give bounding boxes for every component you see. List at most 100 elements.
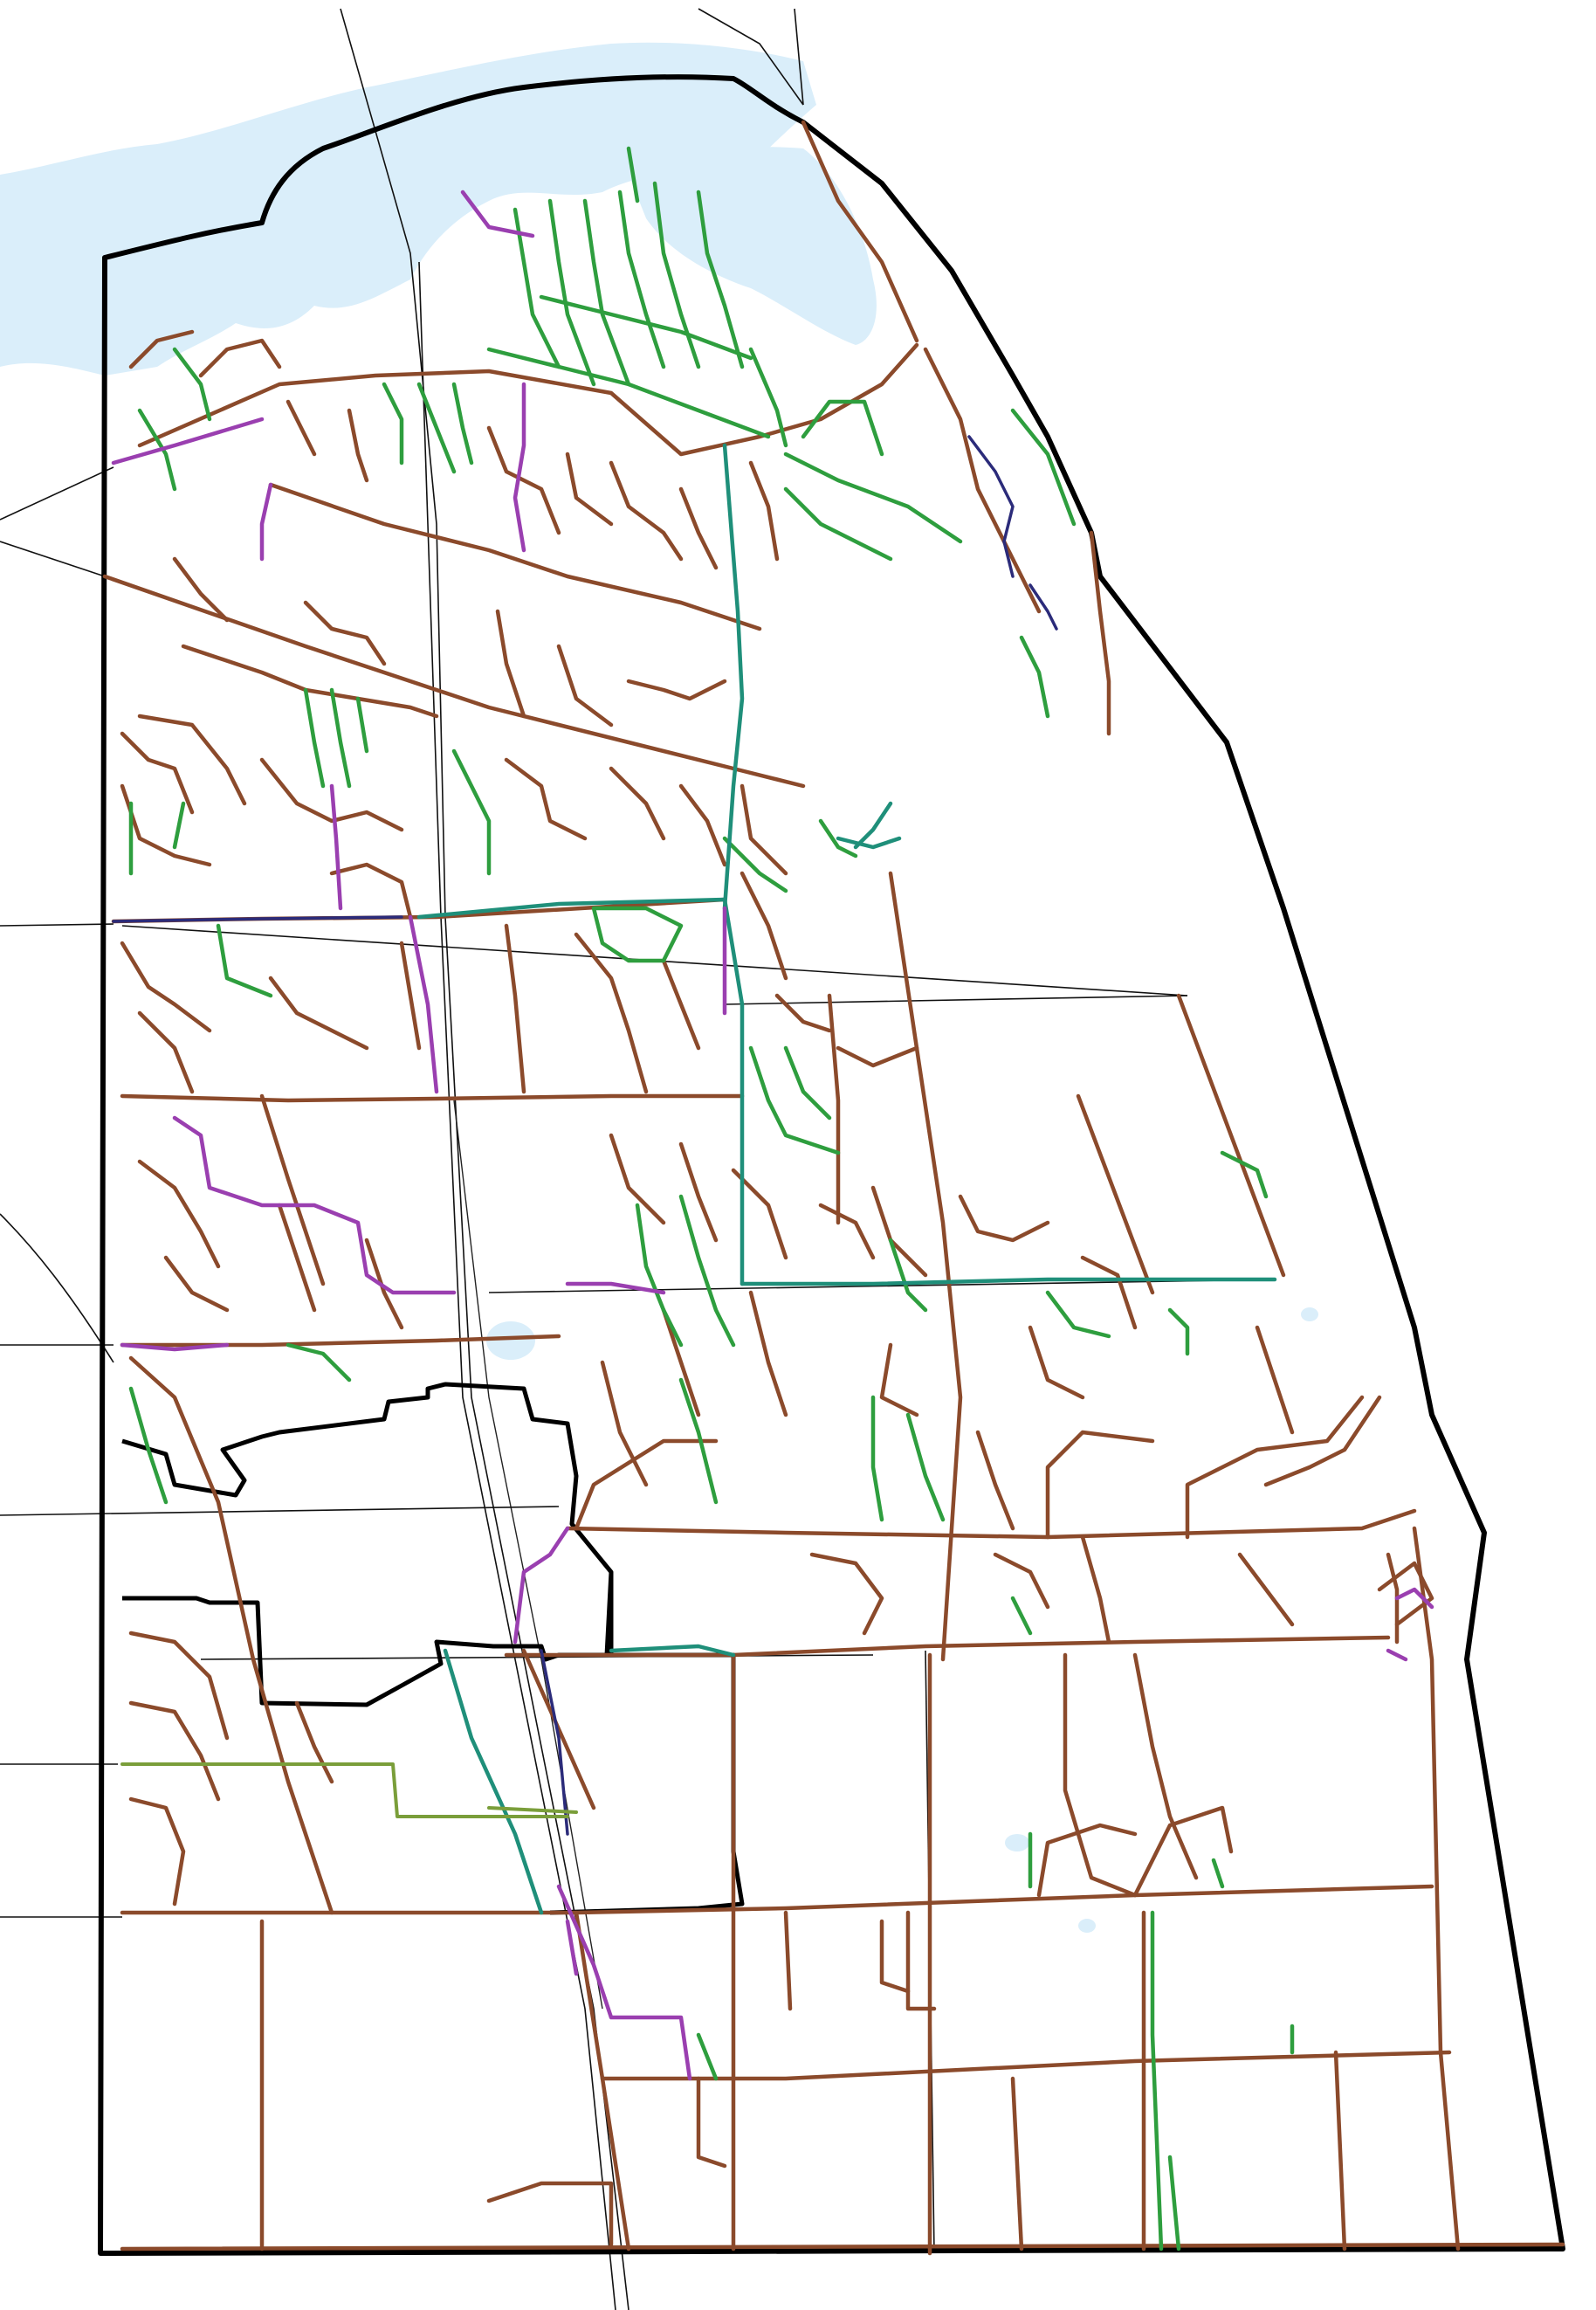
pond-2: [1005, 1834, 1029, 1851]
road-purple: [513, 1526, 570, 1645]
road-brown: [740, 783, 788, 876]
road-green: [748, 347, 788, 448]
city-boundary: [121, 1382, 614, 1707]
road-green: [451, 748, 492, 876]
road-green: [582, 198, 631, 387]
road-green: [1167, 2155, 1181, 2251]
road-green: [696, 2032, 719, 2081]
road-mid-2: [724, 995, 1188, 1005]
road-green: [617, 190, 666, 369]
road-west-diag: [0, 1213, 114, 1363]
road-brown: [285, 399, 317, 457]
road-brown: [504, 1635, 1391, 1658]
road-green: [539, 294, 753, 361]
road-purple: [565, 1281, 666, 1295]
rail-line: [453, 1100, 603, 2010]
road-brown: [1237, 1552, 1295, 1627]
lake-north-east: [629, 147, 877, 345]
road-green: [1211, 1858, 1225, 1889]
road-brown: [163, 1255, 230, 1313]
road-brown: [1010, 2076, 1024, 2251]
road-brown: [1080, 1255, 1138, 1330]
road-brown: [609, 460, 684, 562]
road-brown: [268, 482, 762, 631]
road-west-2: [0, 541, 106, 577]
road-green: [722, 836, 788, 893]
road-brown: [1263, 1395, 1382, 1487]
road-brown: [198, 338, 282, 378]
road-brown: [259, 1093, 326, 1286]
road-purple: [556, 1884, 692, 2081]
road-brown: [879, 1919, 911, 1994]
road-brown: [495, 609, 526, 719]
road-green: [748, 1045, 841, 1155]
road-brown: [504, 923, 526, 1094]
road-green: [905, 1412, 946, 1522]
roads-teal: [416, 443, 1277, 1915]
road-green: [416, 382, 457, 474]
road-brown: [818, 1203, 876, 1260]
road-brown: [748, 460, 780, 562]
road-brown: [993, 1552, 1050, 1610]
road-brown: [504, 757, 588, 841]
road-navy: [1028, 583, 1058, 631]
road-green: [172, 347, 212, 422]
road-purple: [329, 783, 343, 911]
road-brown: [1028, 1325, 1085, 1400]
road-green: [547, 198, 596, 387]
pond-4: [1301, 1307, 1318, 1321]
road-brown: [731, 1168, 788, 1260]
lake: [0, 42, 816, 376]
road-brown: [626, 679, 727, 701]
road-purple: [172, 1115, 457, 1295]
road-purple: [1386, 1648, 1408, 1662]
road-brown: [600, 2050, 1452, 2081]
road-brown: [609, 766, 666, 841]
road-brown: [1377, 1561, 1434, 1627]
road-green: [652, 181, 701, 369]
road-brown: [1412, 1526, 1461, 2251]
road-brown: [809, 1552, 884, 1636]
roads-green: [128, 146, 1295, 2251]
road-green: [591, 906, 684, 963]
pond-3: [1078, 1919, 1096, 1933]
road-green: [486, 347, 771, 439]
road-teal: [722, 897, 745, 1286]
road-brown: [958, 1194, 1050, 1243]
road-brown: [1185, 1395, 1365, 1540]
road-teal: [836, 836, 902, 850]
road-brown: [259, 757, 404, 832]
road-teal: [416, 897, 727, 920]
road-south-1: [200, 1654, 874, 1660]
road-brown: [137, 714, 247, 806]
highway-north-2: [418, 261, 616, 2310]
road-brown: [364, 1238, 404, 1330]
road-green: [1045, 1290, 1111, 1339]
road-purple: [513, 382, 526, 553]
road-brown: [277, 1203, 317, 1313]
road-brown: [1176, 993, 1286, 1278]
roads-navy: [112, 435, 1058, 1836]
road-brown: [774, 993, 832, 1033]
road-brown: [1076, 1093, 1155, 1295]
road-brown: [678, 486, 719, 570]
road-brown: [1386, 1552, 1400, 1645]
road-green: [1167, 1307, 1190, 1356]
road-purple: [460, 190, 535, 238]
road-green: [783, 486, 893, 562]
road-brown: [120, 731, 195, 815]
road-brown: [486, 425, 561, 535]
road-brown: [521, 1648, 596, 1810]
road-mid-3: [488, 1279, 1276, 1293]
road-green: [355, 696, 369, 754]
road-brown: [905, 1910, 937, 2011]
road-brown: [1036, 1823, 1138, 1898]
road-brown: [102, 574, 806, 789]
road-green: [1150, 1910, 1164, 2251]
road-green: [783, 452, 963, 544]
road-green: [1010, 408, 1077, 527]
road-brown: [923, 347, 1042, 614]
road-west-3: [0, 923, 114, 927]
